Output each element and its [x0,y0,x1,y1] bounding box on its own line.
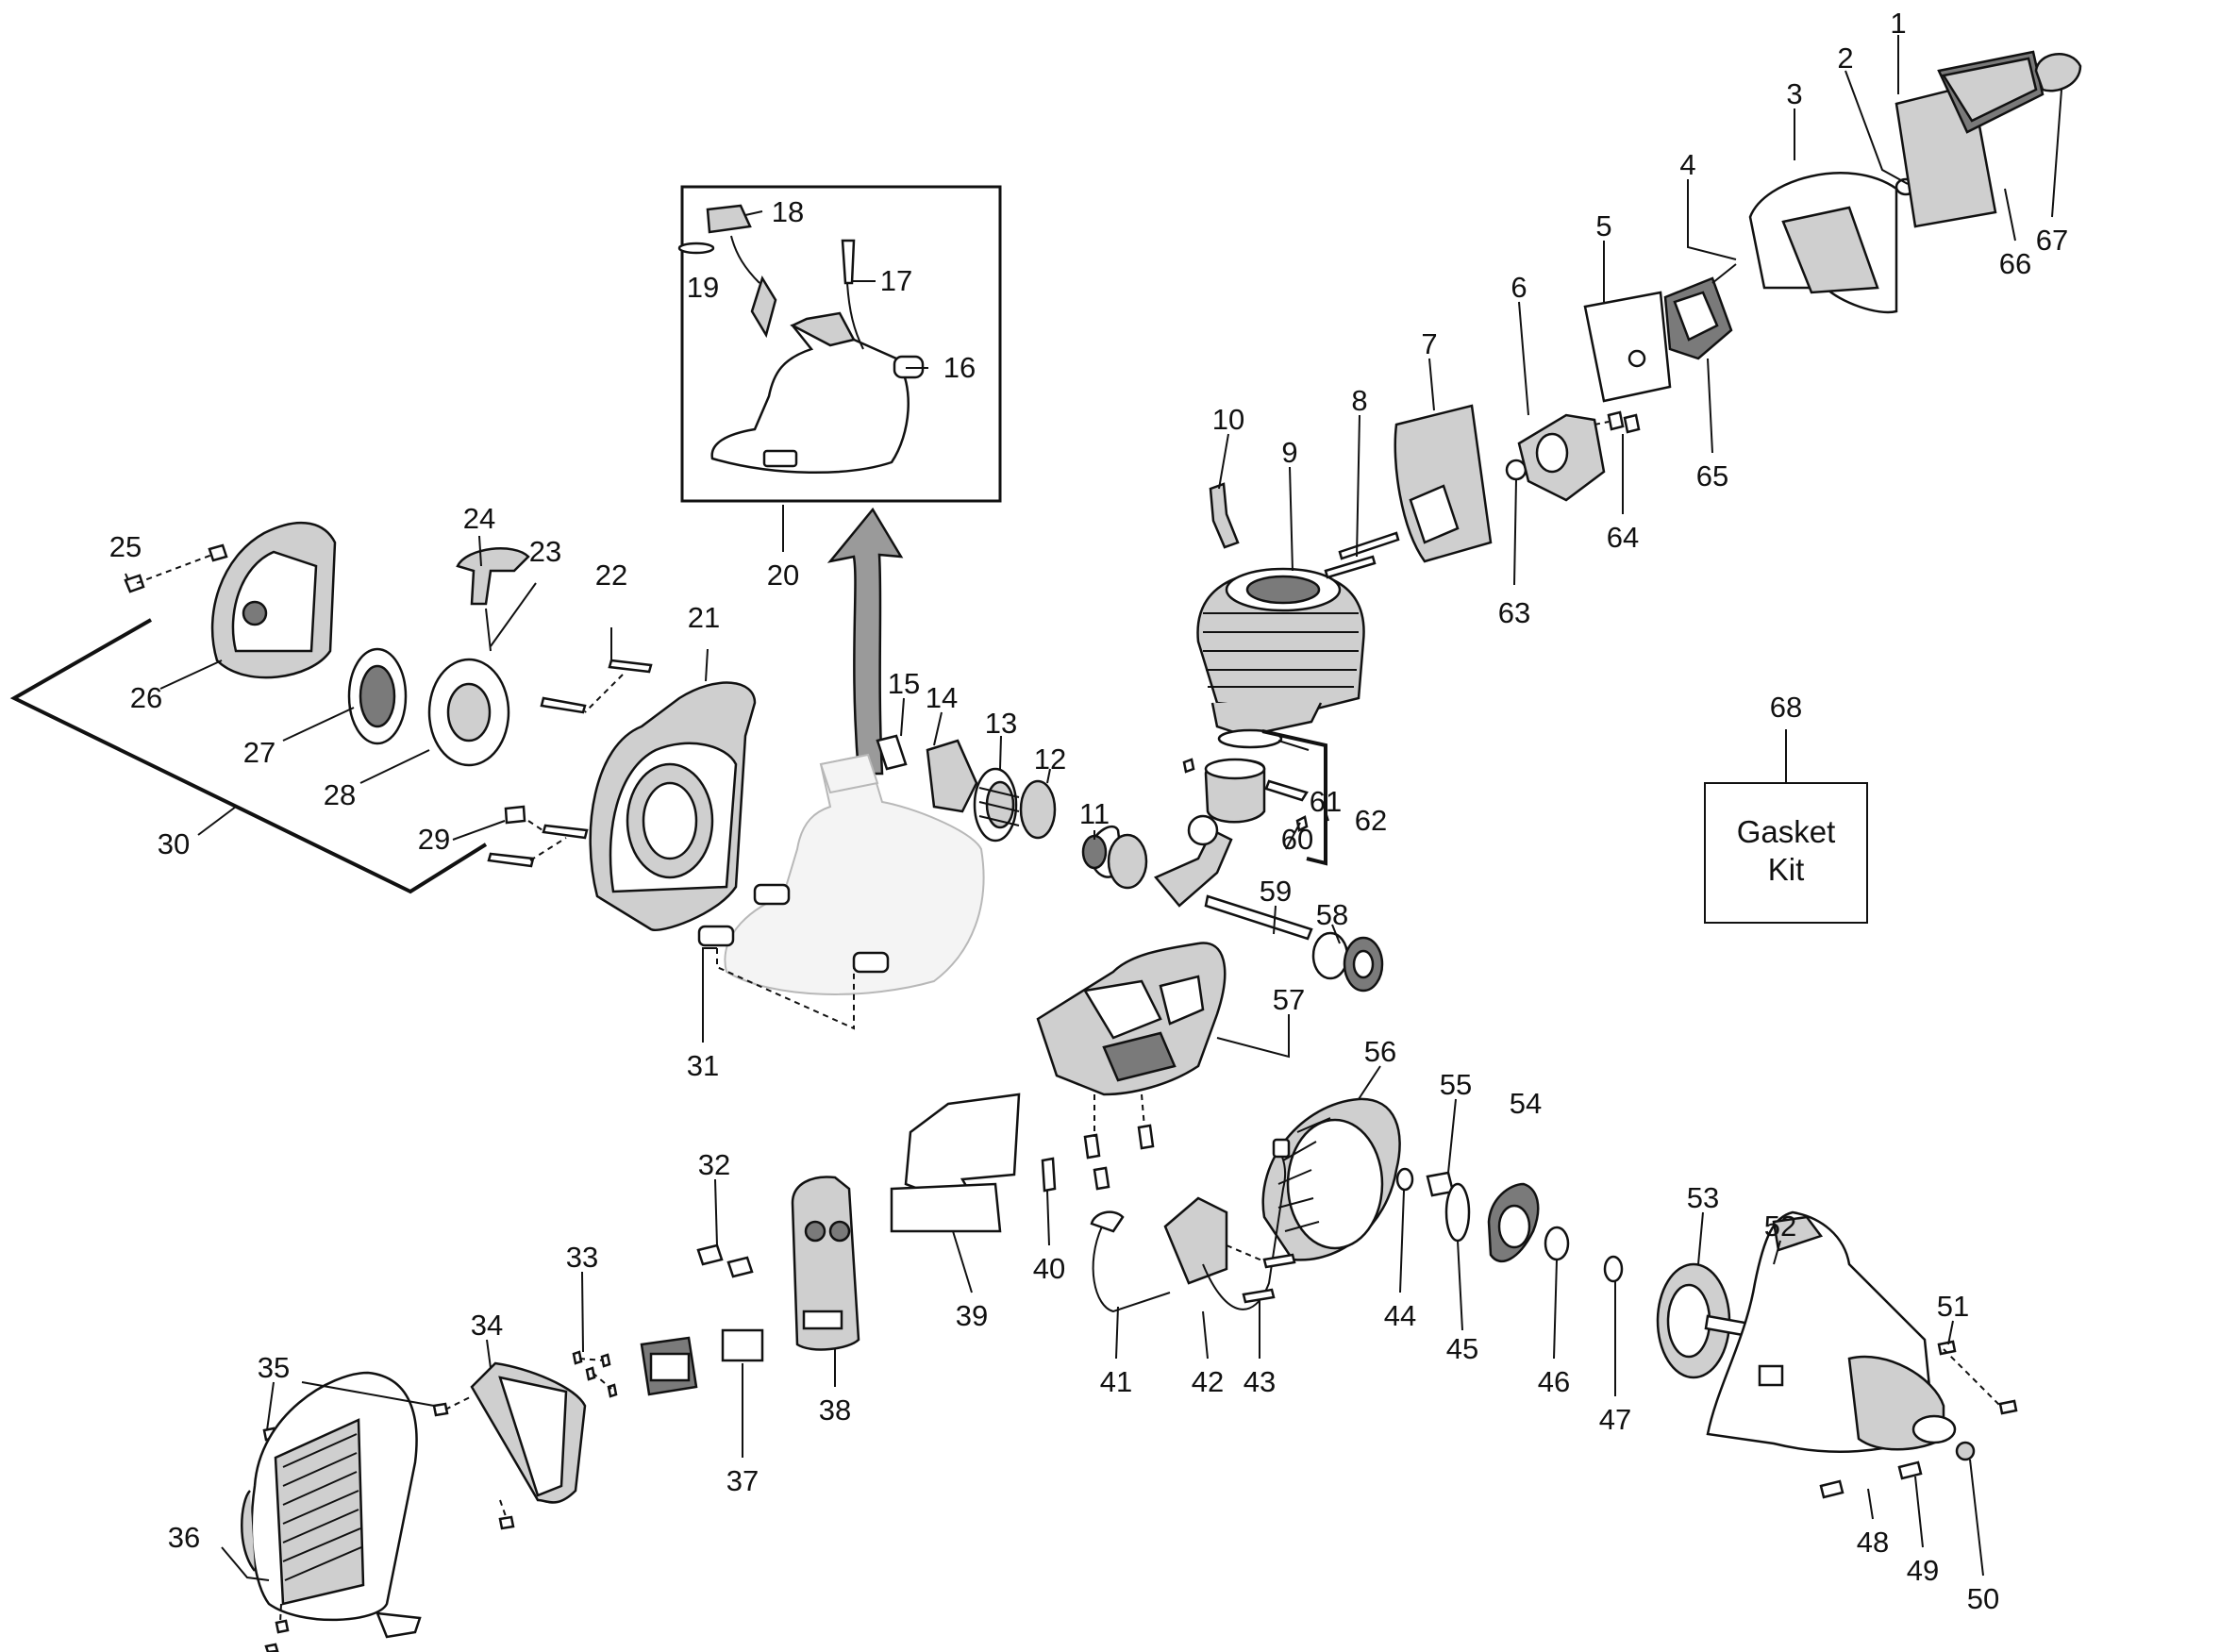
part-label-48: 48 [1857,1526,1889,1559]
starter-assembly [124,521,530,767]
part-label-16: 16 [943,351,976,384]
part-label-3: 3 [1786,77,1802,110]
part-label-20: 20 [767,559,799,592]
inset-arrow [826,507,904,776]
part-label-8: 8 [1351,384,1367,417]
part-label-65: 65 [1696,459,1728,492]
starter-kit-bracket [9,618,488,894]
part-label-32: 32 [698,1148,730,1181]
part-label-5: 5 [1595,209,1611,242]
part-label-6: 6 [1511,271,1527,304]
part-label-55: 55 [1440,1068,1472,1101]
part-label-27: 27 [243,736,275,769]
flywheel [1261,1097,1401,1261]
part-label-31: 31 [687,1049,719,1082]
part-label-44: 44 [1384,1299,1416,1332]
part-label-38: 38 [819,1393,851,1427]
part-label-4: 4 [1679,148,1695,181]
part-label-52: 52 [1764,1210,1796,1243]
part-label-15: 15 [888,667,920,700]
part-label-28: 28 [324,778,356,811]
part-label-46: 46 [1538,1365,1570,1398]
part-label-58: 58 [1316,898,1348,931]
part-label-41: 41 [1100,1365,1132,1398]
part-label-60: 60 [1281,823,1313,856]
part-label-51: 51 [1937,1290,1969,1323]
clutch-housing [1706,1210,1957,1453]
leader-lines [125,35,2062,1581]
engine-cover [241,1371,422,1639]
part-label-11: 11 [1079,797,1110,830]
part-label-57: 57 [1273,983,1305,1016]
part-label-12: 12 [1034,743,1066,776]
part-label-34: 34 [471,1309,503,1342]
part-label-43: 43 [1244,1365,1276,1398]
cylinder [1196,567,1365,738]
fuel-tank-inset [677,185,1002,503]
part-label-36: 36 [168,1521,200,1554]
part-label-47: 47 [1599,1403,1631,1436]
crankcase-cover [589,681,757,932]
part-label-35: 35 [258,1351,290,1384]
part-label-63: 63 [1498,596,1530,629]
part-label-10: 10 [1212,403,1244,436]
part-label-30: 30 [158,827,190,860]
part-label-9: 9 [1281,436,1297,469]
part-label-54: 54 [1510,1087,1542,1120]
intake-assembly [876,734,1057,843]
part-label-39: 39 [956,1299,988,1332]
part-label-49: 49 [1907,1554,1939,1587]
part-label-56: 56 [1364,1035,1396,1068]
part-label-37: 37 [726,1464,759,1497]
part-label-7: 7 [1421,327,1437,360]
part-label-2: 2 [1837,42,1853,75]
part-label-40: 40 [1033,1252,1065,1285]
crankcase [1036,942,1227,1096]
part-label-42: 42 [1192,1365,1224,1398]
part-number-labels: 1234567891011121314151617181920212223242… [109,7,2068,1615]
part-label-66: 66 [1999,247,2031,280]
part-label-53: 53 [1687,1181,1719,1214]
part-label-17: 17 [880,264,912,297]
gasket-kit-line1: Gasket [1737,814,1836,849]
part-label-59: 59 [1260,875,1292,908]
part-label-62: 62 [1355,804,1387,837]
part-label-25: 25 [109,530,142,563]
part-label-29: 29 [418,823,450,856]
part-label-45: 45 [1446,1332,1478,1365]
fuel-tank-ghost [697,753,985,1030]
part-label-61: 61 [1310,785,1342,818]
gasket-kit-box: Gasket Kit [1704,782,1868,924]
gasket-kit-line2: Kit [1768,852,1805,887]
part-label-18: 18 [772,195,804,228]
part-label-50: 50 [1967,1582,1999,1615]
part-label-64: 64 [1607,521,1639,554]
part-label-14: 14 [926,681,958,714]
part-label-33: 33 [566,1241,598,1274]
part-label-13: 13 [985,707,1017,740]
part-label-22: 22 [595,559,627,592]
part-label-67: 67 [2036,224,2068,257]
part-label-19: 19 [687,271,719,304]
part-label-24: 24 [463,502,495,535]
part-label-26: 26 [130,681,162,714]
part-label-23: 23 [529,535,561,568]
part-label-21: 21 [688,601,720,634]
part-label-68: 68 [1770,691,1802,724]
part-label-1: 1 [1890,7,1906,40]
